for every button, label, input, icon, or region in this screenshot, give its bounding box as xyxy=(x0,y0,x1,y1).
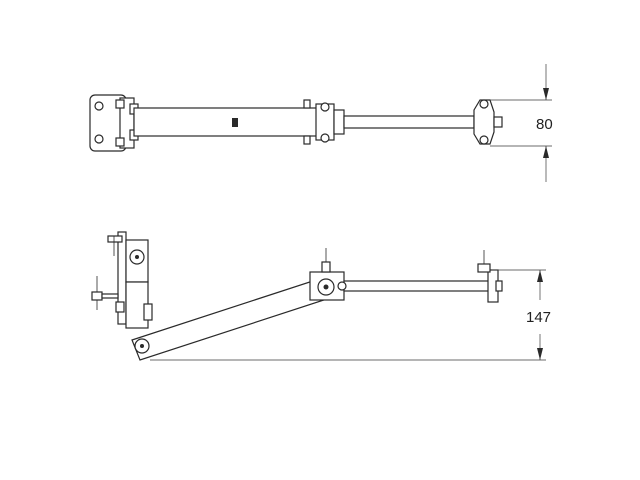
side-support-rod xyxy=(343,280,493,292)
support-rod xyxy=(343,115,475,129)
dimension-label-147: 147 xyxy=(526,309,551,326)
arm-label-mark xyxy=(232,118,238,127)
main-arm xyxy=(133,107,321,137)
dimension-80: 80 xyxy=(490,64,553,182)
top-view: 80 xyxy=(89,64,553,182)
dimension-147: 147 xyxy=(150,269,551,361)
dimension-label-80: 80 xyxy=(536,116,553,133)
diagonal-arm xyxy=(131,277,331,361)
side-view: 147 xyxy=(91,231,551,361)
